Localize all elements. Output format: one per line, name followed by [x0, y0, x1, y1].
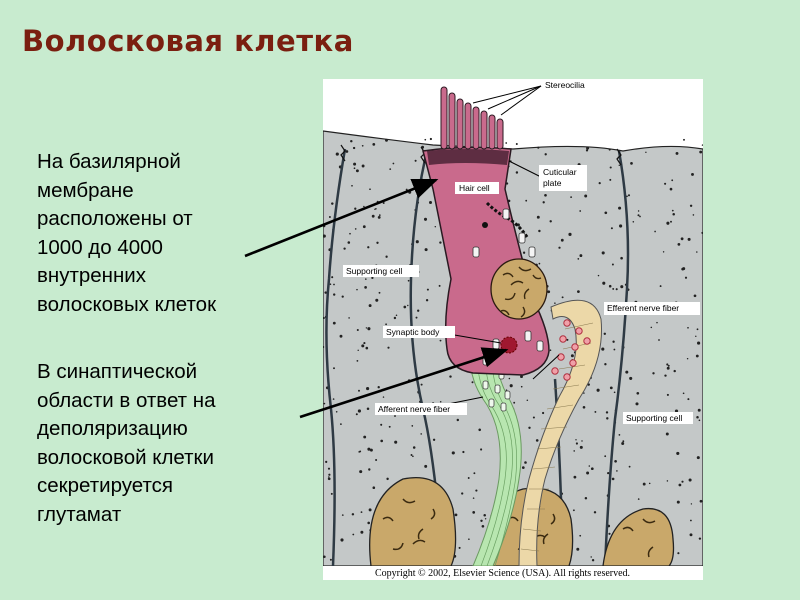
label-synaptic-body: Synaptic body	[386, 327, 440, 337]
hair-cell-organelle	[482, 222, 488, 228]
supporting-cell-nuclei	[369, 477, 675, 566]
cuticular-plate	[427, 149, 509, 165]
label-plate: plate	[543, 178, 562, 188]
label-cuticular: Cuticular	[543, 167, 577, 177]
label-stereocilia: Stereocilia	[545, 80, 585, 90]
stereocilia	[440, 86, 504, 150]
slide-title: Волосковая клетка	[22, 24, 354, 58]
label-afferent-nerve-fiber: Afferent nerve fiber	[378, 404, 450, 414]
text-paragraph-basilar: На базилярной мембране расположены от 10…	[37, 150, 217, 316]
label-leader-lines	[422, 85, 560, 410]
mitochondria	[485, 201, 529, 238]
label-efferent-nerve-fiber: Efferent nerve fiber	[607, 303, 679, 313]
synaptic-body	[500, 336, 518, 354]
hair-cell-figure: Stereocilia Cuticular plate Hair cell Su…	[323, 79, 703, 580]
label-supporting-cell-right: Supporting cell	[626, 413, 682, 423]
text-paragraph-synaptic: В синаптической области в ответ на депол…	[37, 360, 216, 526]
efferent-vesicles	[551, 319, 591, 381]
label-supporting-cell-left: Supporting cell	[346, 266, 402, 276]
copyright-notice: Copyright © 2002, Elsevier Science (USA)…	[375, 568, 630, 579]
efferent-nerve-fiber	[518, 299, 602, 566]
label-hair-cell: Hair cell	[459, 183, 490, 193]
hair-cell-diagram: Stereocilia Cuticular plate Hair cell Su…	[323, 80, 703, 579]
nucleus-chromatin	[500, 266, 542, 318]
